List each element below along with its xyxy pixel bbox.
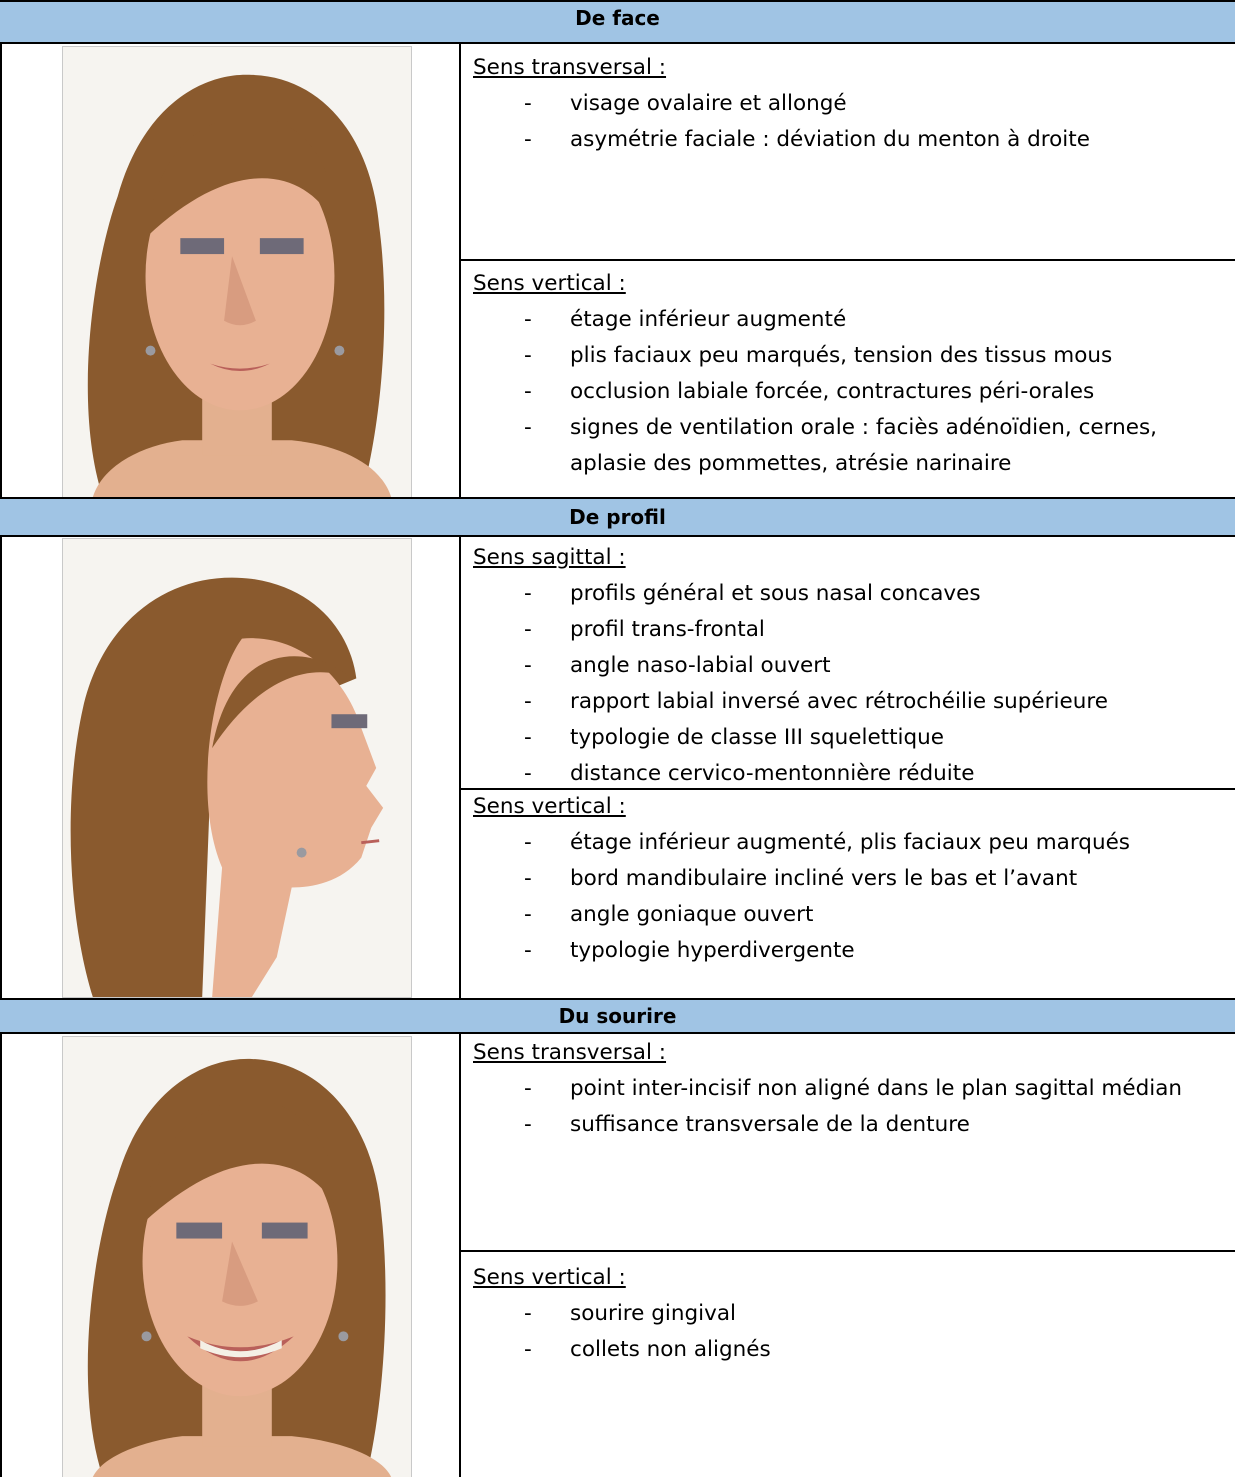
list-item: point inter-incisif non aligné dans le p…: [473, 1071, 1223, 1107]
findings-list: sourire gingival collets non alignés: [473, 1296, 1223, 1368]
list-item: profils général et sous nasal concaves: [473, 576, 1223, 612]
list-item: plis faciaux peu marqués, tension des ti…: [473, 338, 1223, 374]
table-left-border: [0, 0, 2, 1477]
list-item: étage inférieur augmenté, plis faciaux p…: [473, 825, 1223, 861]
list-item: suffisance transversale de la denture: [473, 1107, 1223, 1143]
section-header-profile: De profil: [0, 497, 1235, 537]
face-smile-photo-icon: [63, 1037, 411, 1477]
smile-transversal-block: Sens transversal : point inter-incisif n…: [473, 1035, 1223, 1143]
list-item: angle goniaque ouvert: [473, 897, 1223, 933]
findings-list: étage inférieur augmenté, plis faciaux p…: [473, 825, 1223, 969]
front-face-photo: [62, 46, 412, 498]
list-item: bord mandibulaire incliné vers le bas et…: [473, 861, 1223, 897]
row-divider: [459, 1250, 1235, 1252]
block-title: Sens vertical :: [473, 271, 626, 296]
findings-list: point inter-incisif non aligné dans le p…: [473, 1071, 1223, 1143]
smile-photo: [62, 1036, 412, 1477]
list-item: étage inférieur augmenté: [473, 302, 1223, 338]
list-item: angle naso-labial ouvert: [473, 648, 1223, 684]
list-item: distance cervico-mentonnière réduite: [473, 756, 1223, 792]
list-item: typologie hyperdivergente: [473, 933, 1223, 969]
findings-list: profils général et sous nasal concaves p…: [473, 576, 1223, 792]
section-header-smile: Du sourire: [0, 998, 1235, 1034]
block-title: Sens sagittal :: [473, 545, 626, 570]
profile-sagittal-block: Sens sagittal : profils général et sous …: [473, 540, 1223, 792]
list-item: sourire gingival: [473, 1296, 1223, 1332]
face-profile-photo-icon: [63, 539, 411, 997]
smile-vertical-block: Sens vertical : sourire gingival collets…: [473, 1260, 1223, 1368]
section-header-label: De face: [575, 6, 660, 30]
list-item: signes de ventilation orale : faciès adé…: [473, 410, 1223, 482]
list-item: occlusion labiale forcée, contractures p…: [473, 374, 1223, 410]
profile-vertical-block: Sens vertical : étage inférieur augmenté…: [473, 789, 1223, 969]
section-header-face: De face: [0, 0, 1235, 44]
row-divider: [459, 259, 1235, 261]
list-item: typologie de classe III squelettique: [473, 720, 1223, 756]
findings-list: étage inférieur augmenté plis faciaux pe…: [473, 302, 1223, 482]
face-front-photo-icon: [63, 47, 411, 497]
block-title: Sens vertical :: [473, 1265, 626, 1290]
profile-photo: [62, 538, 412, 998]
column-divider: [459, 44, 461, 498]
findings-list: visage ovalaire et allongé asymétrie fac…: [473, 86, 1223, 158]
section-header-label: De profil: [569, 505, 666, 529]
face-vertical-block: Sens vertical : étage inférieur augmenté…: [473, 266, 1223, 482]
list-item: collets non alignés: [473, 1332, 1223, 1368]
list-item: profil trans-frontal: [473, 612, 1223, 648]
column-divider: [459, 1034, 461, 1477]
row-divider: [459, 788, 1235, 790]
block-title: Sens transversal :: [473, 55, 667, 80]
list-item: rapport labial inversé avec rétrochéilie…: [473, 684, 1223, 720]
list-item: visage ovalaire et allongé: [473, 86, 1223, 122]
block-title: Sens transversal :: [473, 1040, 667, 1065]
section-header-label: Du sourire: [558, 1004, 677, 1028]
list-item: asymétrie faciale : déviation du menton …: [473, 122, 1223, 158]
face-transversal-block: Sens transversal : visage ovalaire et al…: [473, 50, 1223, 158]
column-divider: [459, 537, 461, 999]
block-title: Sens vertical :: [473, 794, 626, 819]
